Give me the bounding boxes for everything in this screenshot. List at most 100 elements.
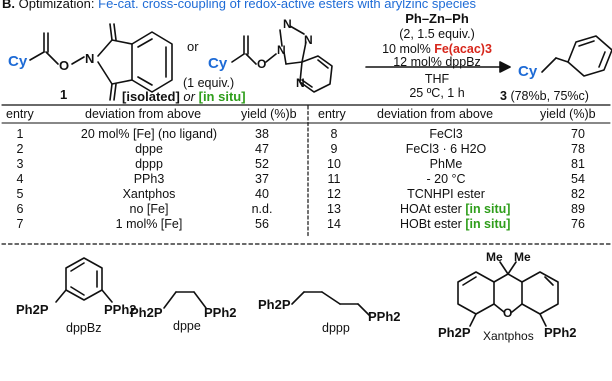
table-cell: HOAt ester [in situ] bbox=[400, 203, 510, 216]
product-3-structure bbox=[541, 35, 612, 77]
triazole-nitrogen-1: N bbox=[283, 17, 292, 31]
xantphos-pph2: PPh2 bbox=[544, 325, 577, 340]
table-cell: 38 bbox=[255, 127, 269, 141]
dppe-label: dppe bbox=[173, 319, 201, 333]
dppp-label: dppp bbox=[322, 321, 350, 335]
xantphos-structure bbox=[457, 261, 559, 327]
table-row: 6 bbox=[16, 202, 24, 216]
xantphos-oxygen: O bbox=[503, 306, 513, 320]
in-situ-tag: [in situ] bbox=[465, 217, 511, 231]
table-row: 3 bbox=[16, 157, 24, 171]
table-cell: 20 mol% [Fe] (no ligand) bbox=[80, 127, 218, 141]
xantphos-label: Xantphos bbox=[483, 329, 534, 343]
table-row: 12 bbox=[327, 187, 341, 201]
dppbz-structure bbox=[55, 257, 113, 303]
table-cell: 56 bbox=[255, 217, 269, 231]
header-entry-left: entry bbox=[6, 107, 34, 121]
table-cell: PhMe bbox=[429, 157, 463, 171]
table-cell: 37 bbox=[255, 172, 269, 186]
table-cell: 89 bbox=[571, 202, 585, 216]
hoat-ester-oxygen: O bbox=[257, 57, 267, 71]
table-cell: 81 bbox=[571, 157, 585, 171]
table-row: 9 bbox=[330, 142, 338, 156]
dppp-pph2: PPh2 bbox=[368, 309, 401, 324]
xantphos-ph2p: Ph2P bbox=[438, 325, 471, 340]
or-separator: or bbox=[187, 39, 199, 54]
pyridine-nitrogen: N bbox=[296, 76, 305, 90]
table-row: 5 bbox=[16, 187, 24, 201]
table-cell: 47 bbox=[255, 142, 269, 156]
table-cell: 40 bbox=[255, 187, 269, 201]
table-cell: PPh3 bbox=[133, 172, 165, 186]
header-entry-right: entry bbox=[318, 107, 346, 121]
solvent-text: THF bbox=[424, 72, 450, 86]
table-cell: 76 bbox=[571, 217, 585, 231]
header-deviation-right: deviation from above bbox=[377, 107, 494, 121]
table-cell: HOBt ester [in situ] bbox=[400, 218, 510, 231]
ligand-loading: 12 mol% dppBz bbox=[393, 55, 481, 69]
compound-1-number: 1 bbox=[60, 87, 68, 102]
catalyst-name: Fe(acac)3 bbox=[434, 42, 492, 56]
conditions-text: 25 ºC, 1 h bbox=[409, 86, 465, 100]
product-cy: Cy bbox=[518, 63, 538, 80]
dppp-structure bbox=[291, 291, 371, 317]
hoat-ester-nitrogen: N bbox=[277, 43, 286, 57]
header-yield-right: yield (%)b bbox=[540, 107, 596, 121]
reagent-title: Ph–Zn–Ph bbox=[405, 11, 469, 26]
triazole-nitrogen-2: N bbox=[304, 33, 313, 47]
table-row: 14 bbox=[327, 217, 341, 231]
isolated-tag: [isolated] bbox=[122, 89, 180, 104]
table-row: 11 bbox=[327, 172, 341, 186]
table-row: 8 bbox=[330, 127, 338, 141]
compound-1-cy: Cy bbox=[8, 53, 28, 70]
substrate-source: [isolated] or [in situ] bbox=[122, 90, 246, 103]
table-cell: - 20 °C bbox=[426, 172, 466, 186]
table-row: 7 bbox=[16, 217, 24, 231]
hoat-ester-cy: Cy bbox=[208, 55, 228, 72]
compound-1-structure bbox=[29, 23, 173, 101]
dppp-ph2p: Ph2P bbox=[258, 297, 291, 312]
dppbz-label: dppBz bbox=[66, 321, 102, 335]
title-prefix: Optimization: bbox=[18, 0, 95, 11]
table-cell: 70 bbox=[571, 127, 585, 141]
table-row: 13 bbox=[327, 202, 341, 216]
xantphos-methyl-1: Me bbox=[486, 250, 503, 264]
product-yield-line: 3 (78%b, 75%c) bbox=[500, 90, 589, 103]
title-highlight: Fe-cat. cross-coupling of redox-active e… bbox=[98, 0, 476, 11]
table-cell: 1 mol% [Fe] bbox=[115, 217, 183, 231]
catalyst-line: 10 mol% Fe(acac)3 bbox=[382, 43, 492, 56]
table-row: 2 bbox=[16, 142, 24, 156]
dppe-structure bbox=[163, 291, 207, 309]
product-number: 3 bbox=[500, 89, 507, 103]
hoat-ester-structure bbox=[231, 25, 333, 93]
table-cell: 54 bbox=[571, 172, 585, 186]
panel-label: B. bbox=[2, 0, 15, 11]
header-deviation-left: deviation from above bbox=[85, 107, 202, 121]
deviation-text: HOAt ester bbox=[400, 202, 462, 216]
header-yield-left: yield (%)b bbox=[241, 107, 297, 121]
dppe-ph2p: Ph2P bbox=[130, 305, 163, 320]
deviation-text: HOBt ester bbox=[400, 217, 462, 231]
xantphos-methyl-2: Me bbox=[514, 250, 531, 264]
table-cell: n.d. bbox=[251, 202, 273, 216]
catalyst-loading: 10 mol% bbox=[382, 42, 431, 56]
table-cell: no [Fe] bbox=[129, 202, 169, 216]
product-yield: (78%b, 75%c) bbox=[510, 89, 589, 103]
table-row: 1 bbox=[16, 127, 24, 141]
table-cell: dppe bbox=[135, 142, 163, 156]
dppbz-pph2: PPh2 bbox=[104, 302, 137, 317]
table-cell: TCNHPI ester bbox=[407, 187, 485, 201]
in-situ-tag: [in situ] bbox=[198, 89, 246, 104]
table-cell: 82 bbox=[571, 187, 585, 201]
in-situ-tag: [in situ] bbox=[465, 202, 511, 216]
table-cell: Xantphos bbox=[122, 187, 176, 201]
table-cell: dppp bbox=[135, 157, 163, 171]
reagent-amount: (2, 1.5 equiv.) bbox=[399, 27, 475, 41]
dppbz-ph2p: Ph2P bbox=[16, 302, 49, 317]
table-cell: FeCl3 · 6 H2O bbox=[405, 142, 487, 156]
table-cell: 52 bbox=[255, 157, 269, 171]
table-row: 10 bbox=[327, 157, 341, 171]
or-italic: or bbox=[183, 89, 195, 104]
